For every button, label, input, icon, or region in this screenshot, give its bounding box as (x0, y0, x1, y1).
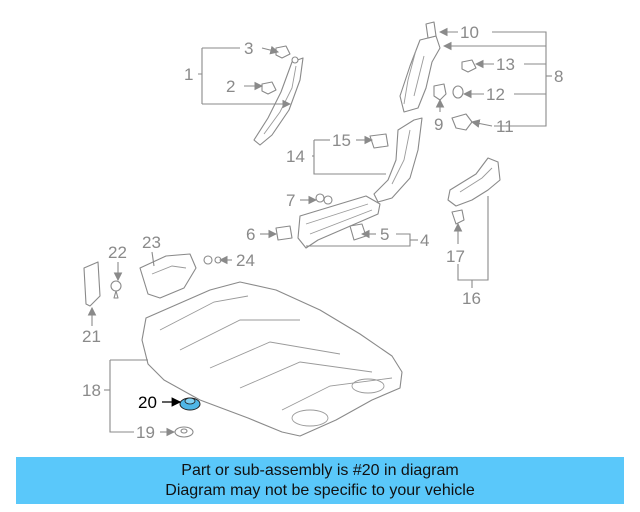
floor-carpet (141, 281, 403, 437)
callout-15: 15 (332, 131, 351, 150)
callout-19: 19 (136, 423, 155, 442)
callout-16: 16 (462, 289, 481, 308)
bracket-23 (139, 253, 197, 299)
callout-9: 9 (434, 115, 443, 134)
callout-10: 10 (460, 23, 479, 42)
callout-13: 13 (496, 55, 515, 74)
callout-17: 17 (446, 247, 465, 266)
handle-11 (451, 113, 473, 131)
callout-22: 22 (108, 243, 127, 262)
callout-3: 3 (244, 39, 253, 58)
callout-4: 4 (420, 231, 429, 250)
center-pillar-trim (373, 117, 423, 203)
leader-lines (87, 27, 552, 437)
callout-20[interactable]: 20 (138, 393, 157, 412)
clip-9 (433, 83, 447, 101)
callout-24: 24 (236, 251, 255, 270)
clip-24 (203, 255, 222, 265)
callout-2: 2 (226, 77, 235, 96)
scuff-plate (297, 195, 381, 249)
clip-6 (275, 225, 293, 241)
callout-23: 23 (142, 233, 161, 252)
rear-quarter-trim (447, 157, 501, 207)
clip-7 (315, 193, 333, 205)
clip-13 (461, 59, 477, 73)
a-pillar-trim (253, 57, 304, 146)
callout-18: 18 (82, 381, 101, 400)
clip-15 (369, 133, 389, 149)
clip-3 (275, 45, 299, 64)
callout-12: 12 (486, 85, 505, 104)
callout-21: 21 (82, 327, 101, 346)
grommet-19 (174, 426, 194, 438)
clip-17 (451, 209, 465, 225)
callout-14: 14 (286, 147, 305, 166)
callout-11: 11 (496, 117, 514, 136)
side-trim-21 (83, 261, 101, 307)
info-banner: Part or sub-assembly is #20 in diagram D… (16, 457, 624, 504)
callout-1: 1 (184, 65, 193, 84)
clip-5 (349, 223, 367, 241)
clip-2 (261, 81, 277, 95)
banner-line-2: Diagram may not be specific to your vehi… (165, 482, 475, 499)
banner-line-1: Part or sub-assembly is #20 in diagram (181, 462, 459, 479)
clip-12 (452, 85, 464, 99)
callout-6: 6 (246, 225, 255, 244)
pillar-upper-trim (399, 21, 441, 113)
callout-8: 8 (554, 67, 563, 86)
callout-7: 7 (286, 191, 295, 210)
fastener-20-highlighted[interactable] (179, 397, 201, 411)
parts-diagram: 1 2 3 4 5 6 7 8 9 10 11 12 13 14 15 16 1… (82, 21, 563, 442)
callout-5: 5 (380, 225, 389, 244)
clip-22 (110, 280, 122, 299)
